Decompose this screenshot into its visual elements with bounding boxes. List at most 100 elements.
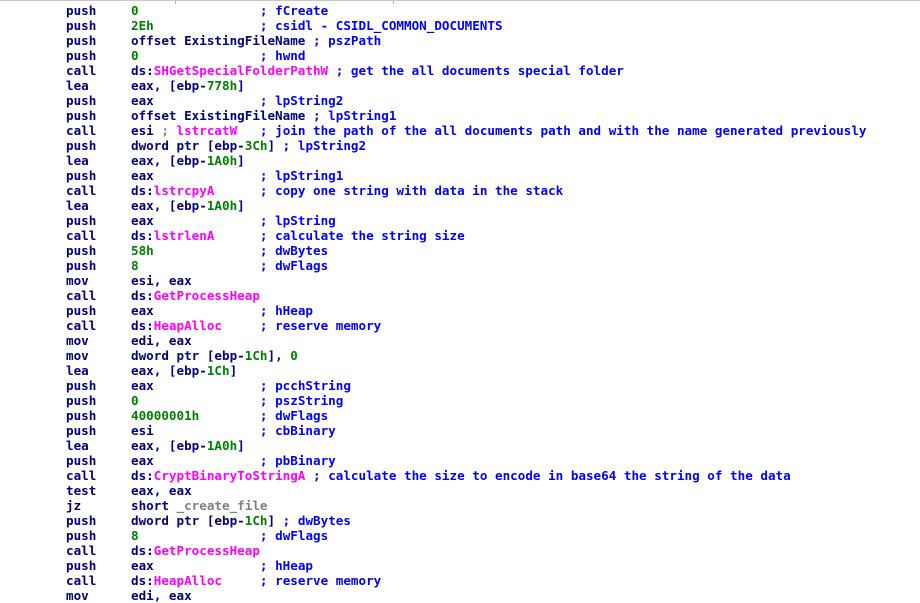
mnemonic: push [66,48,97,63]
mnemonic: push [66,213,97,228]
numeric-operand: 0 [131,3,139,18]
comment-separator: ; [259,378,268,393]
mnemonic: jz [66,498,82,513]
operand: ds: [131,468,154,483]
operand: eax, [ebp- [131,198,207,213]
numeric-operand: 1A0h [206,153,238,168]
comment: dwFlags [275,258,329,273]
mnemonic: call [66,63,97,78]
operand: eax, [ebp- [131,438,207,453]
operand: ] [237,153,245,168]
numeric-operand: 1A0h [206,438,238,453]
ruler-tick [175,1,176,4]
function-name[interactable]: HeapAlloc [153,573,222,588]
comment: join the path of the all documents path … [275,123,867,138]
mnemonic: call [66,183,97,198]
function-name[interactable]: CryptBinaryToStringA [153,468,306,483]
function-name[interactable]: lstrlenA [153,228,215,243]
mnemonic: push [66,3,97,18]
operand: eax, [ebp- [131,78,207,93]
operand: dword ptr [ebp- [131,513,245,528]
mnemonic: push [66,138,97,153]
mnemonic: call [66,288,97,303]
comment: hHeap [275,303,314,318]
mnemonic: push [66,453,97,468]
comment-separator: ; [259,18,268,33]
comment-separator: ; [259,168,268,183]
comment-separator: ; [313,468,321,483]
mnemonic: lea [66,198,89,213]
function-name[interactable]: HeapAlloc [153,318,222,333]
mnemonic: push [66,243,97,258]
operand: eax [131,453,154,468]
comment-separator: ; [259,393,268,408]
mnemonic: push [66,258,97,273]
operand: ] [267,138,276,153]
comment-separator: ; [259,243,268,258]
comment-separator: ; [282,513,291,528]
mnemonic: push [66,513,97,528]
label-operand: ; [153,123,177,138]
mnemonic: push [66,378,97,393]
operand: offset ExistingFileName [131,33,306,48]
operand: eax [131,213,154,228]
function-name[interactable]: lstrcatW [176,123,238,138]
mnemonic: push [66,93,97,108]
operand: dword ptr [ebp- [131,138,245,153]
function-name[interactable]: SHGetSpecialFolderPathW [153,63,329,78]
function-name[interactable]: GetProcessHeap [153,288,260,303]
numeric-operand: 58h [131,243,154,258]
view-top-border [0,0,920,4]
function-name[interactable]: lstrcpyA [153,183,215,198]
comment: reserve memory [275,318,382,333]
operand: ] [237,78,245,93]
comment-separator: ; [259,93,268,108]
function-name[interactable]: GetProcessHeap [153,543,260,558]
mnemonic: call [66,468,97,483]
operand: esi [131,123,154,138]
comment-separator: ; [312,108,321,123]
operand: ds: [131,63,154,78]
